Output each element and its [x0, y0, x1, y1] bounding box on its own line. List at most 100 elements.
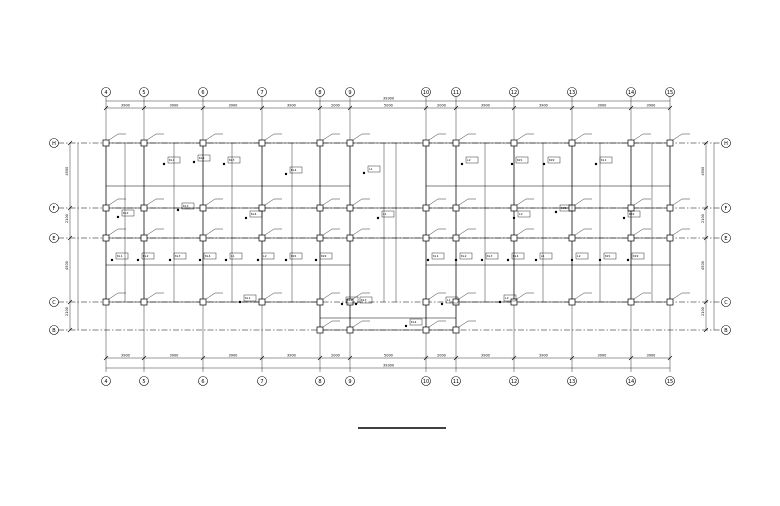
reinforcement-dot [162, 162, 166, 166]
axis-bubble-col-13 [567, 87, 577, 97]
beam-tag-text: KZ2 [549, 158, 555, 162]
column-leader [322, 320, 340, 328]
axis-label-text: 9 [348, 379, 351, 385]
column-leader [205, 198, 223, 206]
column-leader [672, 133, 690, 141]
span-dimension-text: 2100 [701, 214, 705, 223]
beam-tag-box [409, 318, 423, 326]
column-leader [322, 198, 340, 206]
reinforcement-dot [192, 160, 196, 164]
beam-tag-text: KZ2 [629, 212, 635, 216]
column-leader [264, 198, 282, 206]
span-dimension-text: 3900 [229, 354, 238, 358]
beam-tag-box [227, 156, 241, 164]
axis-lines [58, 96, 722, 372]
column-9-E [346, 234, 354, 242]
dimension-tick [67, 140, 73, 146]
beam-tag-box [249, 210, 263, 218]
beam-tag-text: KL1 [433, 254, 439, 258]
axis-label-text: 6 [201, 90, 204, 96]
beam-tag-box [319, 252, 333, 260]
column-leader [264, 133, 282, 141]
beam-tag-box [141, 252, 155, 260]
axis-label-text: 15 [667, 379, 673, 385]
column-leader [672, 198, 690, 206]
dimension-tick [141, 355, 147, 361]
column-leader [516, 198, 534, 206]
column-leader [633, 228, 651, 236]
span-dimension-text: 3900 [121, 354, 130, 358]
axis-bubble-row-E [49, 233, 59, 243]
column-10-H [422, 139, 430, 147]
column-12-E [510, 234, 518, 242]
reinforcement-dot [426, 258, 430, 262]
column-5-H [140, 139, 148, 147]
column-leader [428, 133, 446, 141]
axis-bubble-col-11 [451, 87, 461, 97]
beam-tag-box [173, 252, 187, 260]
column-9-F [346, 204, 354, 212]
axis-label-text: H [52, 141, 56, 147]
dimension-tick [67, 235, 73, 241]
beam-tag-box [121, 209, 135, 217]
column-leader [108, 292, 126, 300]
axis-label-text: 4 [104, 379, 107, 385]
axis-label-text: 5 [142, 90, 145, 96]
span-dimension-text: 4500 [65, 261, 69, 270]
reinforcement-dot [598, 258, 602, 262]
dimension-tick [317, 105, 323, 111]
column-15-C [666, 298, 674, 306]
column-leader [108, 228, 126, 236]
column-leader [516, 292, 534, 300]
column-13-E [568, 234, 576, 242]
axis-label-text: 10 [423, 379, 429, 385]
dimension-tick [67, 299, 73, 305]
column-leader [264, 292, 282, 300]
span-dimension-text: 3900 [481, 104, 490, 108]
column-7-H [258, 139, 266, 147]
reinforcement-dot [238, 300, 242, 304]
span-dimension-text: 3900 [539, 354, 548, 358]
column-leader [458, 228, 476, 236]
reinforcement-dot [498, 300, 502, 304]
beam-tag-text: KL1 [117, 254, 123, 258]
axis-bubble-col-13 [567, 376, 577, 386]
beam-tag-box [197, 154, 211, 162]
axis-label-text: 7 [260, 379, 263, 385]
reinforcement-dot [480, 258, 484, 262]
axis-label-text: 5 [142, 379, 145, 385]
axis-label-text: 10 [423, 90, 429, 96]
axis-label-text: B [724, 328, 728, 334]
column-leader [146, 133, 164, 141]
axis-bubble-col-12 [509, 87, 519, 97]
beam-tag-box [381, 210, 395, 218]
column-leader [458, 133, 476, 141]
column-6-H [199, 139, 207, 147]
span-dimension-text: 3900 [229, 104, 238, 108]
beam-tag-text: KL2 [199, 156, 205, 160]
column-leader [574, 228, 592, 236]
dimension-tick [703, 235, 709, 241]
reinforcement-dot [404, 324, 408, 328]
reinforcement-dot [542, 162, 546, 166]
span-dimension-text: 5000 [384, 104, 393, 108]
column-5-C [140, 298, 148, 306]
column-4-E [102, 234, 110, 242]
beam-tag-box [115, 252, 129, 260]
dimension-tick [569, 355, 575, 361]
axis-bubble-col-7 [257, 87, 267, 97]
axis-bubble-row-H [49, 138, 59, 148]
beam-tag-box [559, 204, 573, 212]
axis-label-text: 9 [348, 90, 351, 96]
axis-bubble-col-8 [315, 87, 325, 97]
column-leader [428, 292, 446, 300]
beam-tag-box [459, 252, 473, 260]
column-leader [352, 320, 370, 328]
column-7-C [258, 298, 266, 306]
axis-label-text: C [724, 300, 728, 306]
beam-tag-text: KZ1 [561, 206, 567, 210]
column-leader [672, 292, 690, 300]
dimension-tick [628, 105, 634, 111]
column-7-F [258, 204, 266, 212]
